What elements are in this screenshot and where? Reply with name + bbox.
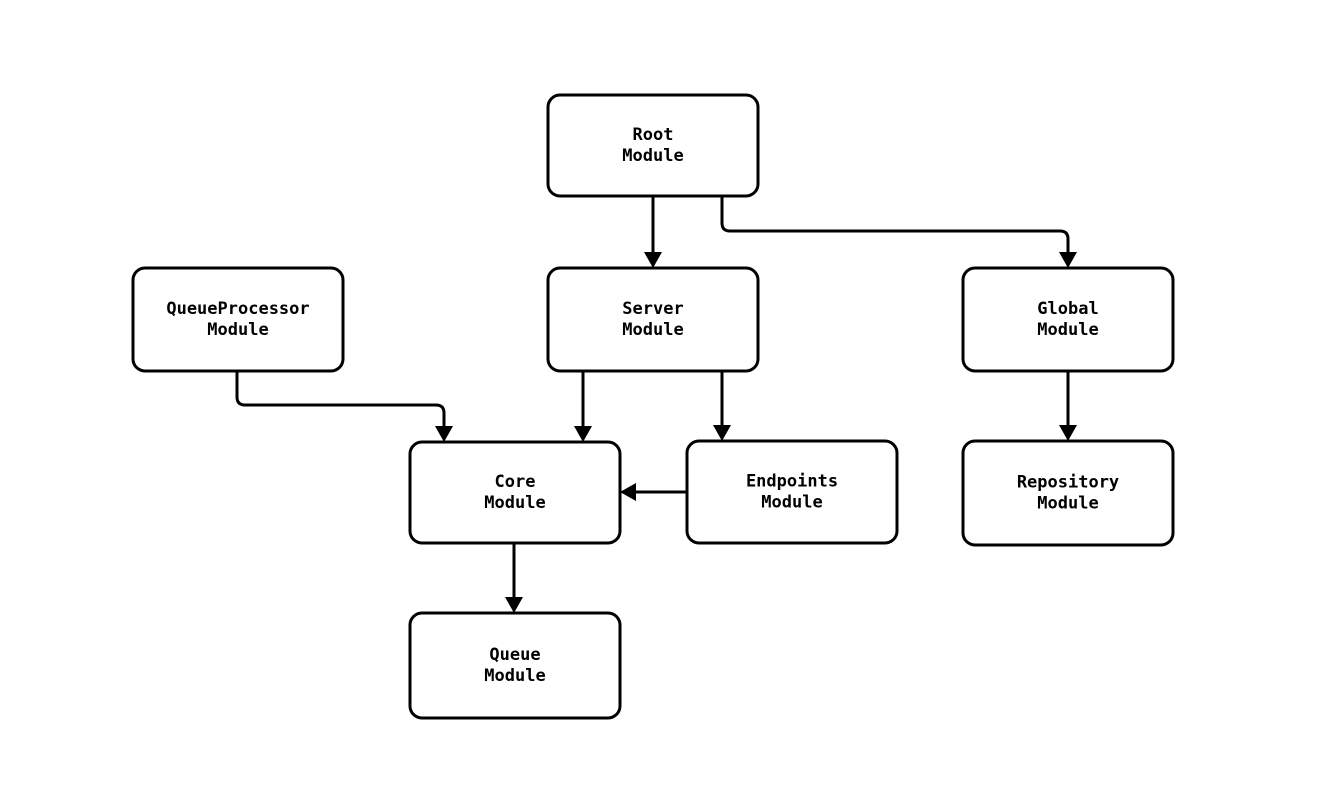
queue-module-node-label-line2: Module [484, 666, 545, 686]
queue-processor-module-node-label-line2: Module [207, 320, 268, 340]
global-module-node-shape[interactable] [961, 266, 1175, 373]
edge-root-to-server [644, 196, 662, 268]
endpoints-module-node-label-line2: Module [761, 493, 822, 513]
queue-processor-module-node-shape[interactable] [131, 266, 345, 373]
repository-module-node-shape[interactable] [961, 439, 1175, 547]
edge-server-to-endpoints [713, 371, 731, 441]
core-module-node-label-line1: Core [495, 472, 536, 492]
edge-core-to-queue [505, 543, 523, 613]
queue-module-node-label-line1: Queue [489, 645, 540, 665]
core-module-node-label-line2: Module [484, 493, 545, 513]
edge-server-to-core-arrowhead-icon [574, 426, 592, 442]
core-module-node-shape[interactable] [408, 440, 622, 545]
endpoints-module-node-shape[interactable] [685, 439, 899, 545]
edge-root-to-global-arrowhead-icon [1059, 252, 1077, 268]
repository-module-node-label-line1: Repository [1017, 472, 1119, 492]
server-module-node-label-line2: Module [622, 320, 683, 340]
repository-module-node-label-line2: Module [1037, 494, 1098, 514]
edge-queueprocessor-to-core-arrowhead-icon [435, 426, 453, 442]
edge-core-to-queue-arrowhead-icon [505, 597, 523, 613]
edge-queueprocessor-to-core [235, 371, 453, 442]
server-module-node-label-line1: Server [622, 299, 683, 319]
endpoints-module-node-label-line1: Endpoints [746, 471, 838, 491]
edge-root-to-global-line [720, 196, 1070, 252]
edge-global-to-repository [1059, 371, 1077, 441]
edge-global-to-repository-arrowhead-icon [1059, 425, 1077, 441]
queue-module-node-shape[interactable] [408, 611, 622, 720]
edge-server-to-endpoints-arrowhead-icon [713, 425, 731, 441]
edge-endpoints-to-core-arrowhead-icon [620, 483, 636, 501]
root-module-node-label-line2: Module [622, 146, 683, 166]
edge-layer [235, 196, 1077, 613]
edge-queueprocessor-to-core-line [235, 371, 446, 426]
global-module-node-label-line2: Module [1037, 320, 1098, 340]
queue-processor-module-node-label-line1: QueueProcessor [166, 299, 309, 319]
edge-server-to-core [574, 371, 592, 442]
server-module-node-shape[interactable] [546, 266, 760, 373]
edge-endpoints-to-core [620, 483, 687, 501]
root-module-node-shape[interactable] [546, 93, 760, 198]
root-module-node-label-line1: Root [633, 125, 674, 145]
edge-root-to-server-arrowhead-icon [644, 252, 662, 268]
global-module-node-label-line1: Global [1037, 299, 1098, 319]
edge-root-to-global [720, 196, 1077, 268]
